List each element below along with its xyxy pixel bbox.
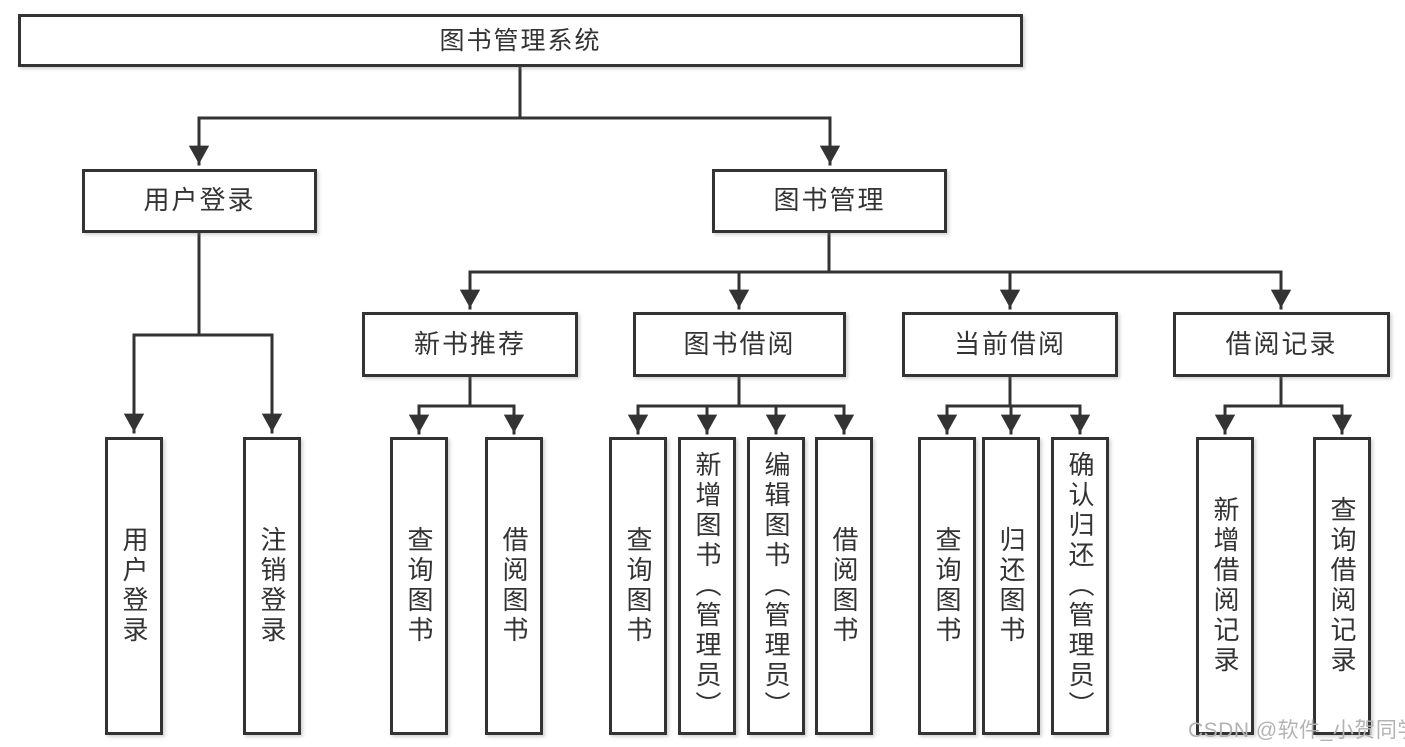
node-query-books-recommend: 查询图书 [390,437,448,735]
node-edit-books-admin: 编辑图书（管理员） [747,437,805,735]
node-confirm-return-admin: 确认归还（管理员） [1051,437,1109,735]
node-library-management-system: 图书管理系统 [18,14,1023,67]
node-query-books-borrowing: 查询图书 [609,437,667,735]
node-borrow-books-borrowing: 借阅图书 [815,437,873,735]
node-logout: 注销登录 [243,437,301,735]
node-add-books-admin: 新增图书（管理员） [678,437,736,735]
node-new-book-recommendation: 新书推荐 [362,312,578,377]
node-query-borrowing-record: 查询借阅记录 [1313,437,1371,735]
node-query-books-current: 查询图书 [918,437,976,735]
node-user-login: 用户登录 [82,169,317,233]
node-return-books: 归还图书 [982,437,1040,735]
node-add-borrowing-record: 新增借阅记录 [1196,437,1254,735]
node-book-management: 图书管理 [712,169,947,233]
csdn-watermark: CSDN @软件_小贺同学 [1188,719,1405,742]
node-current-borrowing: 当前借阅 [902,312,1118,377]
node-user-login-action: 用户登录 [105,437,163,735]
node-book-borrowing: 图书借阅 [633,312,846,377]
node-borrow-books-recommend: 借阅图书 [485,437,543,735]
node-borrowing-records: 借阅记录 [1173,312,1390,377]
